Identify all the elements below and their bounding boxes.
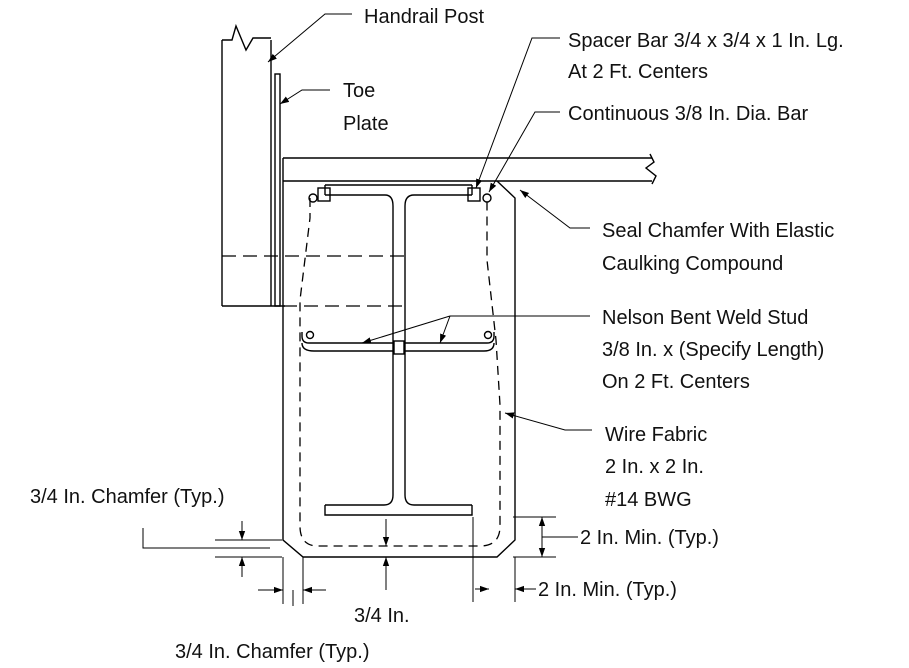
label-toe-plate-line1: Toe (343, 80, 375, 102)
label-nelson-stud-line3: On 2 Ft. Centers (602, 371, 750, 393)
label-spacer-bar-line2: At 2 Ft. Centers (568, 61, 708, 83)
label-chamfer-bottom: 3/4 In. Chamfer (Typ.) (175, 641, 370, 663)
dimension-lines (142, 516, 578, 606)
labels: Handrail Post Toe Plate Spacer Bar 3/4 x… (30, 6, 844, 663)
label-wire-fabric-line3: #14 BWG (605, 489, 692, 511)
label-nelson-stud-line2: 3/8 In. x (Specify Length) (602, 339, 824, 361)
label-seal-chamfer-line2: Caulking Compound (602, 253, 783, 275)
label-nelson-stud-line1: Nelson Bent Weld Stud (602, 307, 808, 329)
label-seal-chamfer-line1: Seal Chamfer With Elastic (602, 220, 834, 242)
label-wire-fabric-line1: Wire Fabric (605, 424, 707, 446)
spacer-bars (308, 187, 492, 203)
label-handrail-post: Handrail Post (364, 6, 485, 28)
label-cover-bottom: 3/4 In. (354, 605, 410, 627)
concrete-encasement (282, 180, 516, 558)
handrail-post (221, 23, 285, 307)
deck-slab (282, 153, 657, 185)
toe-plate (274, 73, 281, 307)
label-wire-fabric-line2: 2 In. x 2 In. (605, 456, 704, 478)
post-hidden-lines (222, 255, 404, 307)
label-min-vertical: 2 In. Min. (Typ.) (580, 527, 719, 549)
label-min-horizontal: 2 In. Min. (Typ.) (538, 579, 677, 601)
steel-i-beam (324, 184, 473, 516)
wire-fabric (299, 198, 501, 547)
label-toe-plate-line2: Plate (343, 113, 389, 135)
label-chamfer-left: 3/4 In. Chamfer (Typ.) (30, 486, 225, 508)
label-continuous-bar: Continuous 3/8 In. Dia. Bar (568, 103, 808, 125)
nelson-weld-stud (301, 330, 495, 355)
leader-lines (267, 13, 592, 431)
label-spacer-bar-line1: Spacer Bar 3/4 x 3/4 x 1 In. Lg. (568, 30, 844, 52)
